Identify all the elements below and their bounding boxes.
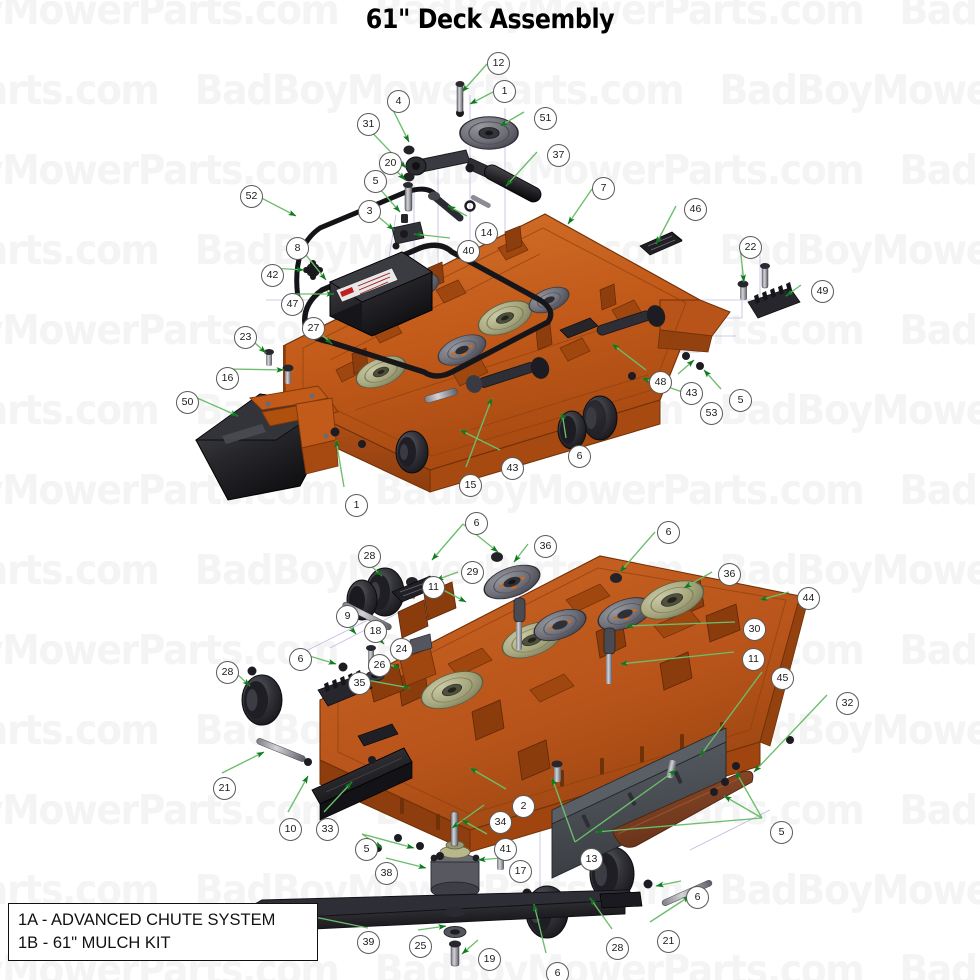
callout-43[interactable]: 43 (680, 382, 703, 405)
callout-6[interactable]: 6 (568, 445, 591, 468)
upper-deck-body (283, 213, 731, 493)
legend-line-1a: 1A - ADVANCED CHUTE SYSTEM (18, 911, 276, 929)
callout-6[interactable]: 6 (465, 512, 488, 535)
callout-35[interactable]: 35 (348, 672, 371, 695)
callout-6[interactable]: 6 (657, 521, 680, 544)
legend-box: 1A - ADVANCED CHUTE SYSTEM 1B - 61" MULC… (8, 903, 318, 961)
callout-32[interactable]: 32 (836, 692, 859, 715)
callout-21[interactable]: 21 (657, 930, 680, 953)
callout-2[interactable]: 2 (512, 795, 535, 818)
callout-51[interactable]: 51 (534, 107, 557, 130)
callout-5[interactable]: 5 (729, 389, 752, 412)
callout-47[interactable]: 47 (281, 293, 304, 316)
callout-31[interactable]: 31 (357, 113, 380, 136)
upper-hardware-stack (391, 145, 425, 250)
callout-25[interactable]: 25 (409, 935, 432, 958)
callout-8[interactable]: 8 (286, 237, 309, 260)
lower-deck-assembly (241, 552, 809, 967)
callout-52[interactable]: 52 (240, 185, 263, 208)
callout-3[interactable]: 3 (358, 200, 381, 223)
callout-5[interactable]: 5 (364, 170, 387, 193)
front-bumper-33 (311, 747, 413, 821)
callout-53[interactable]: 53 (700, 402, 723, 425)
callout-15[interactable]: 15 (459, 474, 482, 497)
callout-36[interactable]: 36 (534, 535, 557, 558)
callout-23[interactable]: 23 (234, 326, 257, 349)
callout-9[interactable]: 9 (336, 605, 359, 628)
callout-43[interactable]: 43 (501, 457, 524, 480)
belt-cover-housing (329, 251, 433, 337)
callout-44[interactable]: 44 (797, 587, 820, 610)
bracket-49 (747, 282, 801, 319)
callout-29[interactable]: 29 (461, 561, 484, 584)
callout-22[interactable]: 22 (739, 236, 762, 259)
callout-19[interactable]: 19 (478, 948, 501, 971)
callout-6[interactable]: 6 (686, 886, 709, 909)
callout-6[interactable]: 6 (546, 962, 569, 980)
callout-5[interactable]: 5 (355, 838, 378, 861)
callout-26[interactable]: 26 (368, 654, 391, 677)
upper-spindle-pulleys (355, 273, 570, 389)
callout-24[interactable]: 24 (390, 638, 413, 661)
shaft-48 (465, 357, 550, 393)
callout-28[interactable]: 28 (606, 937, 629, 960)
callout-28[interactable]: 28 (216, 661, 239, 684)
callout-42[interactable]: 42 (261, 264, 284, 287)
callout-1[interactable]: 1 (345, 494, 368, 517)
callout-49[interactable]: 49 (811, 280, 834, 303)
callout-30[interactable]: 30 (743, 618, 766, 641)
callout-4[interactable]: 4 (387, 90, 410, 113)
callout-17[interactable]: 17 (509, 860, 532, 883)
upper-antiscalp-wheels (395, 395, 618, 474)
callout-11[interactable]: 11 (422, 576, 445, 599)
callout-37[interactable]: 37 (547, 144, 570, 167)
callout-48[interactable]: 48 (649, 371, 672, 394)
callout-34[interactable]: 34 (489, 811, 512, 834)
callout-27[interactable]: 27 (302, 317, 325, 340)
callout-16[interactable]: 16 (216, 367, 239, 390)
callout-33[interactable]: 33 (316, 818, 339, 841)
upper-deck-assembly (194, 81, 801, 501)
callout-21[interactable]: 21 (213, 777, 236, 800)
callout-5[interactable]: 5 (770, 821, 793, 844)
discharge-chute-50 (194, 385, 339, 501)
callout-1[interactable]: 1 (493, 80, 516, 103)
callout-41[interactable]: 41 (494, 838, 517, 861)
callout-14[interactable]: 14 (475, 222, 498, 245)
deck-lift-handle (294, 186, 441, 313)
callout-38[interactable]: 38 (375, 862, 398, 885)
callout-39[interactable]: 39 (357, 931, 380, 954)
callout-40[interactable]: 40 (457, 240, 480, 263)
callout-12[interactable]: 12 (487, 52, 510, 75)
shaft-48b (596, 305, 666, 336)
callout-11[interactable]: 11 (742, 648, 765, 671)
callout-10[interactable]: 10 (279, 818, 302, 841)
right-hardware-group (737, 263, 801, 319)
callout-13[interactable]: 13 (580, 848, 603, 871)
callout-6[interactable]: 6 (289, 648, 312, 671)
callout-36[interactable]: 36 (718, 563, 741, 586)
page-title: 61" Deck Assembly (365, 4, 615, 35)
callout-28[interactable]: 28 (358, 545, 381, 568)
left-bolts-group (264, 349, 366, 448)
callout-7[interactable]: 7 (592, 177, 615, 200)
legend-line-1b: 1B - 61" MULCH KIT (18, 933, 171, 952)
callout-18[interactable]: 18 (364, 620, 387, 643)
callout-46[interactable]: 46 (684, 198, 707, 221)
callout-45[interactable]: 45 (771, 667, 794, 690)
callout-50[interactable]: 50 (176, 391, 199, 414)
